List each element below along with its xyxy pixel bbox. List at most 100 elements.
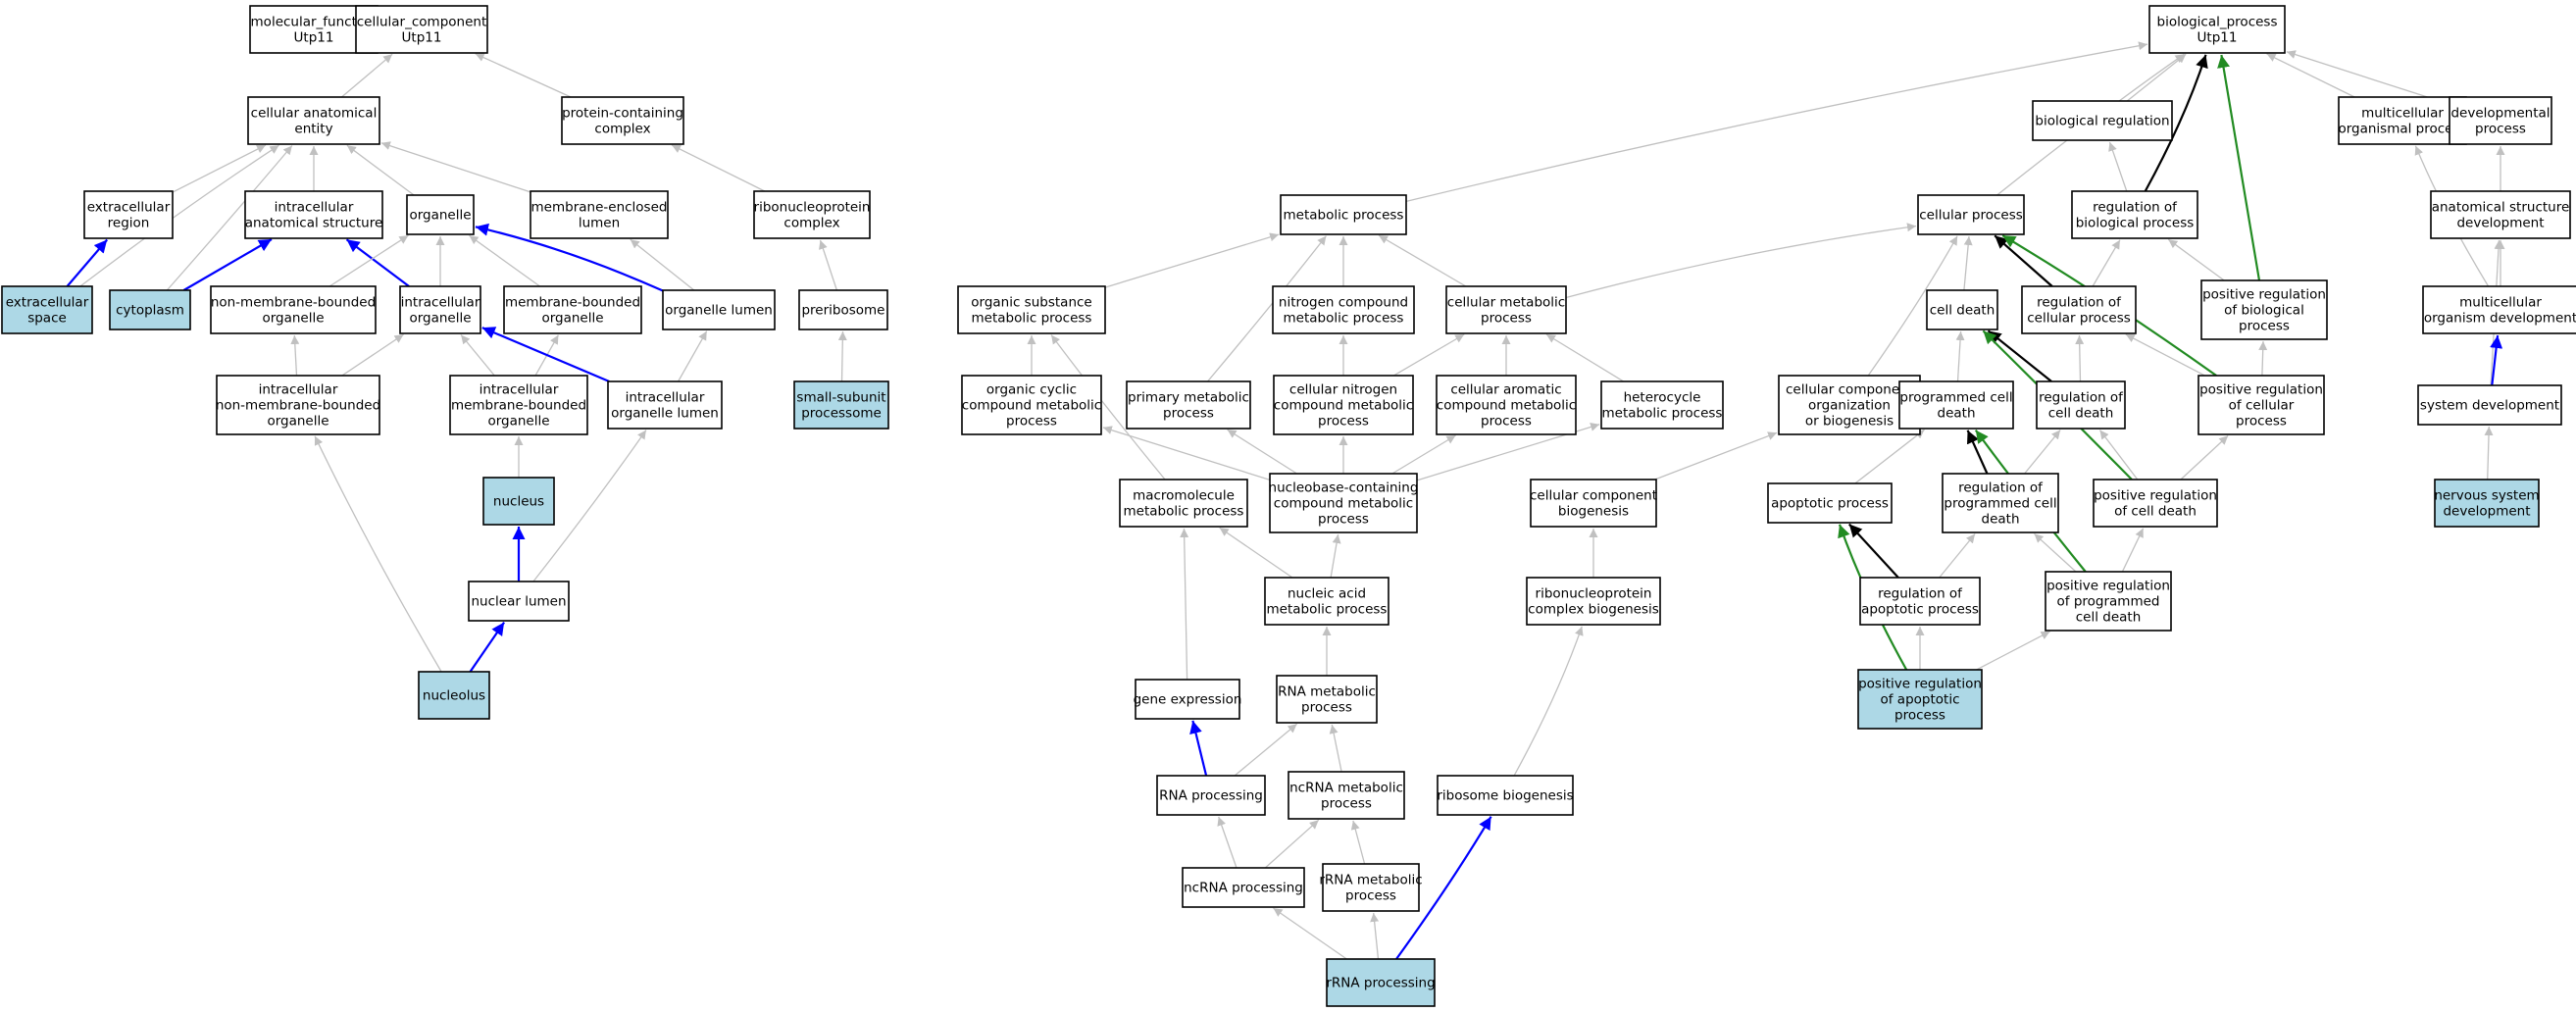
node-label-line: regulation of <box>1878 586 1963 602</box>
go-term-node-sd[interactable]: system development <box>2417 384 2562 426</box>
go-term-node-cp[interactable]: cellular process <box>1917 194 2025 235</box>
edge-mel-to-cae <box>380 141 531 193</box>
go-term-node-nlo[interactable]: nucleolus <box>418 671 490 720</box>
go-term-node-breg[interactable]: biological regulation <box>2032 100 2173 141</box>
node-label-line: positive regulation <box>2094 488 2217 504</box>
edge-org-to-cae <box>346 144 415 196</box>
edge-pcc-to-cc <box>475 53 572 98</box>
node-label-line: organelle <box>262 311 324 327</box>
node-box <box>1857 669 1983 730</box>
edge-rrnap-to-rb <box>1395 816 1492 960</box>
node-label-line: multicellular <box>2361 106 2444 122</box>
go-term-node-inmbo[interactable]: intracellularnon-membrane-boundedorganel… <box>216 375 380 435</box>
go-term-node-cd[interactable]: cell death <box>1926 289 1998 330</box>
node-label-line: anatomical structure <box>245 216 383 231</box>
go-term-node-ge[interactable]: gene expression <box>1134 679 1242 720</box>
go-term-node-ncrnap[interactable]: ncRNA processing <box>1182 867 1305 908</box>
go-term-node-rnap[interactable]: RNA processing <box>1156 775 1266 816</box>
go-term-node-nuc[interactable]: nucleus <box>482 477 555 526</box>
go-term-node-nl[interactable]: nuclear lumen <box>468 581 570 622</box>
edge-prcd-to-prcp <box>2180 434 2229 481</box>
edge-cncmp-to-cmp <box>1392 333 1465 377</box>
go-term-node-org[interactable]: organelle <box>406 194 475 235</box>
go-term-node-ap[interactable]: apoptotic process <box>1767 482 1893 524</box>
go-term-node-prib[interactable]: preribosome <box>798 289 888 330</box>
node-box <box>607 380 723 430</box>
node-box <box>561 96 684 145</box>
node-label-line: programmed cell <box>1899 390 2012 406</box>
edge-prpcd-to-prcd <box>2121 528 2145 573</box>
go-term-node-cyt[interactable]: cytoplasm <box>109 289 191 330</box>
go-term-node-rrnap[interactable]: rRNA processing <box>1326 958 1436 1007</box>
node-box <box>1272 285 1415 334</box>
node-label-line: membrane-bounded <box>451 398 586 414</box>
node-box <box>1182 867 1305 908</box>
node-box <box>1288 771 1405 820</box>
edge-ccb-to-ccob <box>1654 431 1778 481</box>
node-label-line: space <box>27 311 67 327</box>
node-label-line: ncRNA metabolic <box>1289 781 1403 796</box>
node-label-line: of programmed <box>2057 594 2160 610</box>
node-label-line: organismal process <box>2338 122 2466 137</box>
node-box <box>2430 190 2571 239</box>
node-box <box>2148 5 2286 54</box>
go-term-node-ol[interactable]: organelle lumen <box>662 289 776 330</box>
edge-pcd-to-cd <box>1955 330 1965 382</box>
go-term-node-metp[interactable]: metabolic process <box>1280 194 1407 235</box>
node-label-line: organelle <box>487 414 549 430</box>
node-label-line: processome <box>801 406 882 422</box>
edge-rap-to-rpcd <box>1939 533 1976 579</box>
go-term-node-rb[interactable]: ribosome biogenesis <box>1437 775 1574 816</box>
node-label-line: process <box>1006 414 1057 430</box>
node-box <box>468 581 570 622</box>
